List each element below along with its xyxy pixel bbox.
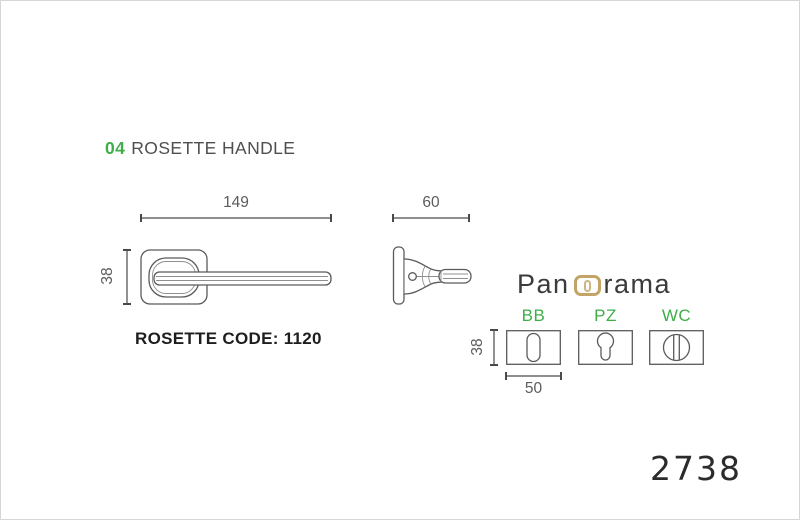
rosette-variant-pz [578,330,633,365]
logo-keyhole-rosette-icon [573,275,601,296]
handle-side-view-drawing [392,214,472,305]
front-width-dim-label: 149 [223,194,249,211]
logo-keyhole-slot-icon [583,279,591,292]
wc-thumbturn-icon [649,330,704,365]
section-title: ROSETTE HANDLE [131,138,296,158]
part-number: 2738 [650,449,742,488]
variant-dimension-lines [490,329,562,380]
rosette-variant-wc [649,330,704,365]
brand-logo: Pan rama [517,269,671,300]
section-number: 04 [105,138,126,158]
side-depth-dim-label: 60 [422,194,440,211]
brand-name-prefix: Pan [517,269,570,299]
rosette-code-text: ROSETTE CODE: 1120 [135,329,322,348]
variant-label-bb: BB [521,306,546,325]
handle-front-view-drawing [123,214,332,305]
variant-label-pz: PZ [594,306,617,325]
rosette-variant-bb [506,330,561,365]
pz-cylinder-icon [578,330,633,365]
variant-height-dim-label: 38 [469,338,486,356]
brand-name-suffix: rama [603,269,672,299]
variant-label-wc: WC [661,306,692,325]
bb-keyhole-icon [506,330,561,365]
variant-width-dim-label: 50 [524,380,543,397]
